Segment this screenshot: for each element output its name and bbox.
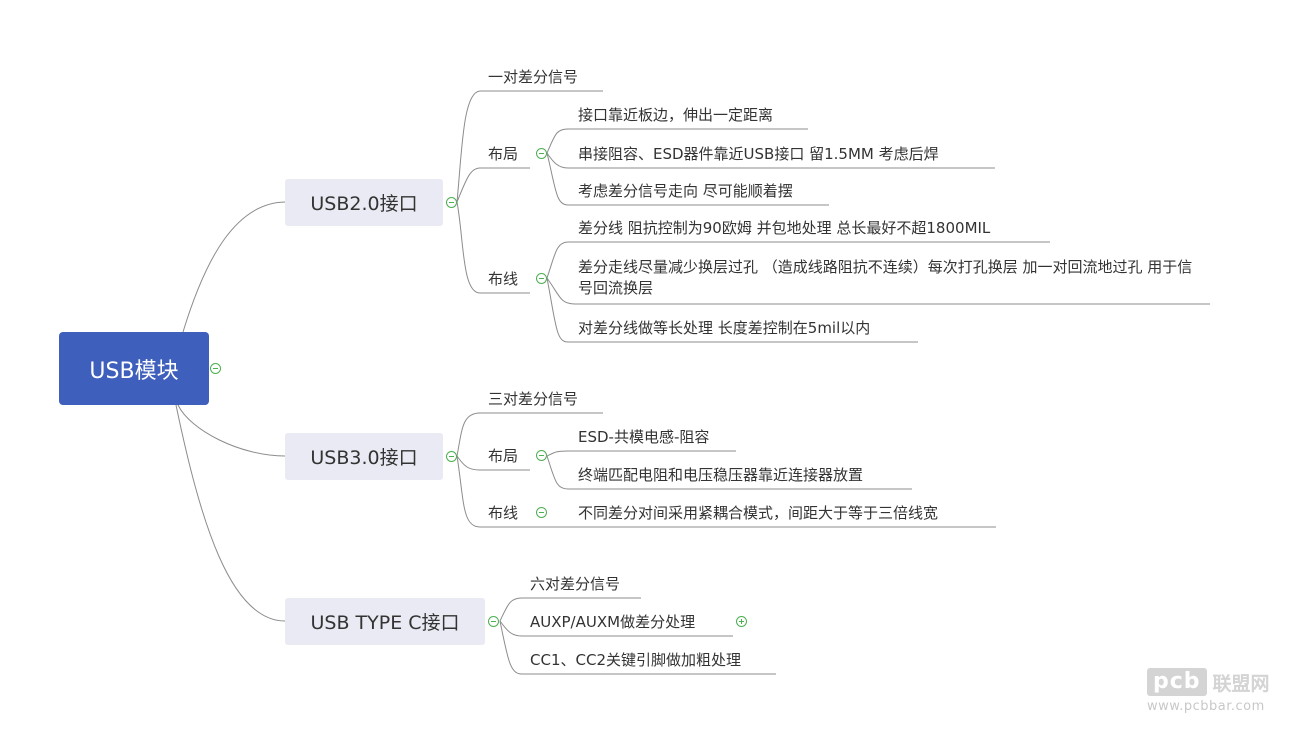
collapse-icon[interactable] [210,363,221,374]
root-label: USB模块 [89,358,179,384]
usb3-routing-item: 不同差分对间采用紧耦合模式，间距大于等于三倍线宽 [578,504,939,522]
usb2-signal: 一对差分信号 [488,68,579,86]
topic-typec-label: USB TYPE C接口 [310,612,460,634]
link-root-usb2 [182,201,286,333]
usb2-layout-label[interactable]: 布局 [488,145,519,163]
collapse-icon[interactable] [446,451,457,462]
collapse-icon[interactable] [536,450,547,461]
collapse-icon[interactable] [446,197,457,208]
typec-item: CC1、CC2关键引脚做加粗处理 [530,651,741,669]
usb2-routing-label[interactable]: 布线 [488,270,519,288]
usb3-signal: 三对差分信号 [488,390,579,408]
collapse-icon[interactable] [536,273,547,284]
watermark-url: www.pcbbar.com [1147,699,1265,714]
watermark-name: 联盟网 [1212,672,1270,695]
usb2-routing-item: 差分走线尽量减少换层过孔 （造成线路阻抗不连续）每次打孔换层 加一对回流地过孔 … [578,258,1193,297]
link-root-typec [175,404,286,622]
watermark-logo: pcb 联盟网 [1147,668,1270,696]
usb2-layout-item: 考虑差分信号走向 尽可能顺着摆 [578,182,793,200]
expand-icon[interactable] [736,616,747,627]
topic-usb3[interactable]: USB3.0接口 [285,433,443,480]
watermark: pcb 联盟网 www.pcbbar.com [1147,668,1297,718]
usb2-layout-item: 接口靠近板边，伸出一定距离 [578,106,774,124]
usb3-layout-item: ESD-共模电感-阻容 [578,428,710,446]
collapse-icon[interactable] [536,148,547,159]
watermark-logo-text: pcb [1147,668,1207,696]
root-topic[interactable]: USB模块 [59,332,209,405]
typec-item: AUXP/AUXM做差分处理 [530,613,696,631]
topic-typec[interactable]: USB TYPE C接口 [285,598,485,645]
typec-item: 六对差分信号 [530,575,621,593]
usb2-routing-item: 差分线 阻抗控制为90欧姆 并包地处理 总长最好不超1800MIL [578,219,991,237]
topic-usb2-label: USB2.0接口 [310,193,418,215]
usb3-layout-item: 终端匹配电阻和电压稳压器靠近连接器放置 [578,466,864,484]
usb3-routing-label[interactable]: 布线 [488,504,519,522]
collapse-icon[interactable] [536,507,547,518]
collapse-icon[interactable] [488,616,499,627]
topic-usb2[interactable]: USB2.0接口 [285,179,443,226]
usb2-layout-item: 串接阻容、ESD器件靠近USB接口 留1.5MM 考虑后焊 [578,145,939,163]
usb3-layout-label[interactable]: 布局 [488,447,519,465]
topic-usb3-label: USB3.0接口 [310,447,418,469]
link-root-usb3 [177,404,286,457]
usb2-routing-item: 对差分线做等长处理 长度差控制在5mil以内 [578,319,871,337]
